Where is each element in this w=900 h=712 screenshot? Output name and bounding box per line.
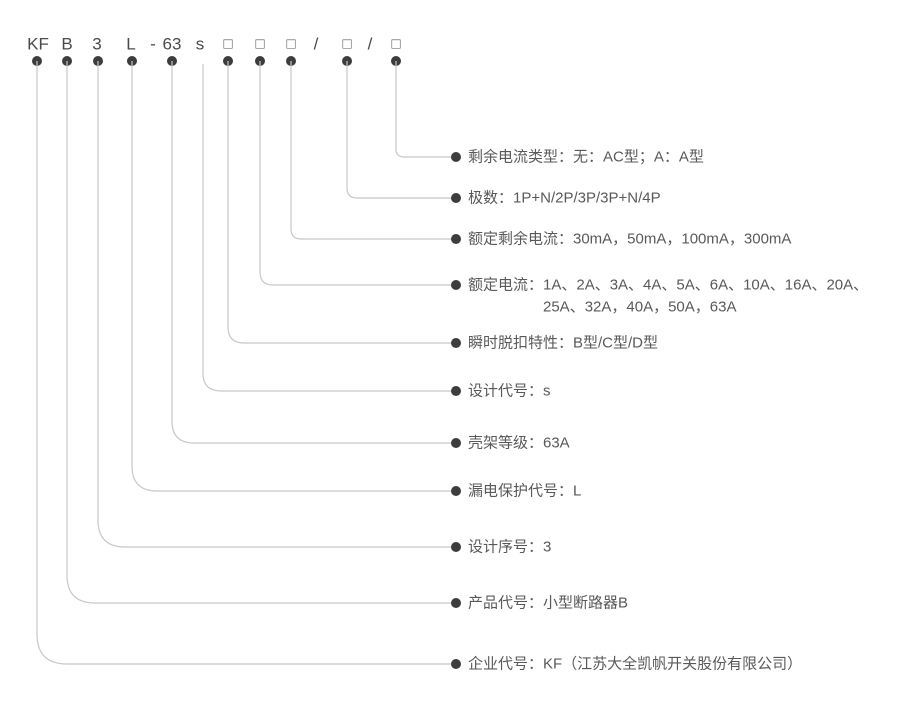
connector-line (346, 61, 451, 199)
callout-bullet (451, 152, 461, 162)
code-part-box-4: □ (342, 36, 351, 53)
callout-label: 极数：1P+N/2P/3P/3P+N/4P (468, 190, 661, 207)
code-part-box-3: □ (286, 36, 295, 53)
callout-product-code: 产品代号：小型断路器B (66, 61, 628, 612)
callout-rated-residual-current: 额定剩余电流：30mA，50mA，100mA，300mA (290, 61, 791, 248)
callout-label: 额定电流：1A、2A、3A、4A、5A、6A、10A、16A、20A、 (468, 277, 868, 294)
model-code-row: KF B 3 L - 63 s □ □ □ / □ / □ (27, 35, 400, 54)
callout-residual-current-type: 剩余电流类型：无：AC型；A：A型 (395, 61, 704, 166)
code-part-slash-1: / (314, 35, 319, 54)
callout-design-code: 设计代号：s (202, 64, 551, 400)
connector-line (395, 61, 451, 158)
callout-label: 产品代号：小型断路器B (468, 595, 628, 612)
callout-label: 壳架等级：63A (468, 434, 570, 452)
callout-bullet (451, 386, 461, 396)
code-part-slash-2: / (368, 35, 373, 54)
code-part-s: s (196, 35, 205, 54)
connector-line (290, 61, 451, 240)
connector-line (36, 61, 451, 665)
code-part-kf: KF (27, 35, 49, 54)
code-part-box-2: □ (255, 36, 264, 53)
callout-bullet (451, 338, 461, 348)
callout-poles: 极数：1P+N/2P/3P/3P+N/4P (346, 61, 661, 207)
code-part-63: 63 (163, 35, 182, 54)
callout-bullet (451, 234, 461, 244)
code-part-dash: - (150, 35, 156, 54)
callout-label: 剩余电流类型：无：AC型；A：A型 (468, 148, 704, 166)
connector-line (171, 61, 451, 444)
callout-enterprise-code: 企业代号：KF（江苏大全凯帆开关股份有限公司） (36, 61, 802, 673)
callout-bullet (451, 486, 461, 496)
callout-bullet (451, 542, 461, 552)
callout-design-serial-number: 设计序号：3 (97, 61, 551, 556)
code-part-box-5: □ (391, 36, 400, 53)
connector-line (66, 61, 451, 604)
callout-bullet (451, 598, 461, 608)
connector-line (259, 61, 451, 286)
callout-bullet (451, 659, 461, 669)
callout-leakage-protection-code: 漏电保护代号：L (131, 61, 581, 500)
connector-line (202, 64, 451, 392)
callout-bullet (451, 280, 461, 290)
code-part-box-1: □ (223, 36, 232, 53)
callout-label: 企业代号：KF（江苏大全凯帆开关股份有限公司） (468, 655, 802, 673)
callout-label-line2: 25A、32A，40A，50A，63A (543, 299, 736, 316)
callout-label: 设计代号：s (468, 383, 551, 400)
code-part-l: L (126, 35, 135, 54)
callout-bullet (451, 438, 461, 448)
callout-bullet (451, 193, 461, 203)
callout-label: 漏电保护代号：L (468, 483, 581, 500)
code-dots (32, 56, 401, 66)
code-part-3: 3 (92, 35, 101, 54)
connector-line (131, 61, 451, 492)
callout-label: 设计序号：3 (468, 539, 551, 556)
connector-line (227, 61, 451, 344)
callout-rated-current: 额定电流：1A、2A、3A、4A、5A、6A、10A、16A、20A、 25A、… (259, 61, 868, 316)
code-part-b: B (61, 35, 72, 54)
callout-frame-rating: 壳架等级：63A (171, 61, 570, 452)
callout-label: 额定剩余电流：30mA，50mA，100mA，300mA (468, 230, 791, 248)
callout-instantaneous-trip-characteristic: 瞬时脱扣特性：B型/C型/D型 (227, 61, 658, 352)
connector-line (97, 61, 451, 548)
callout-label: 瞬时脱扣特性：B型/C型/D型 (468, 335, 658, 352)
